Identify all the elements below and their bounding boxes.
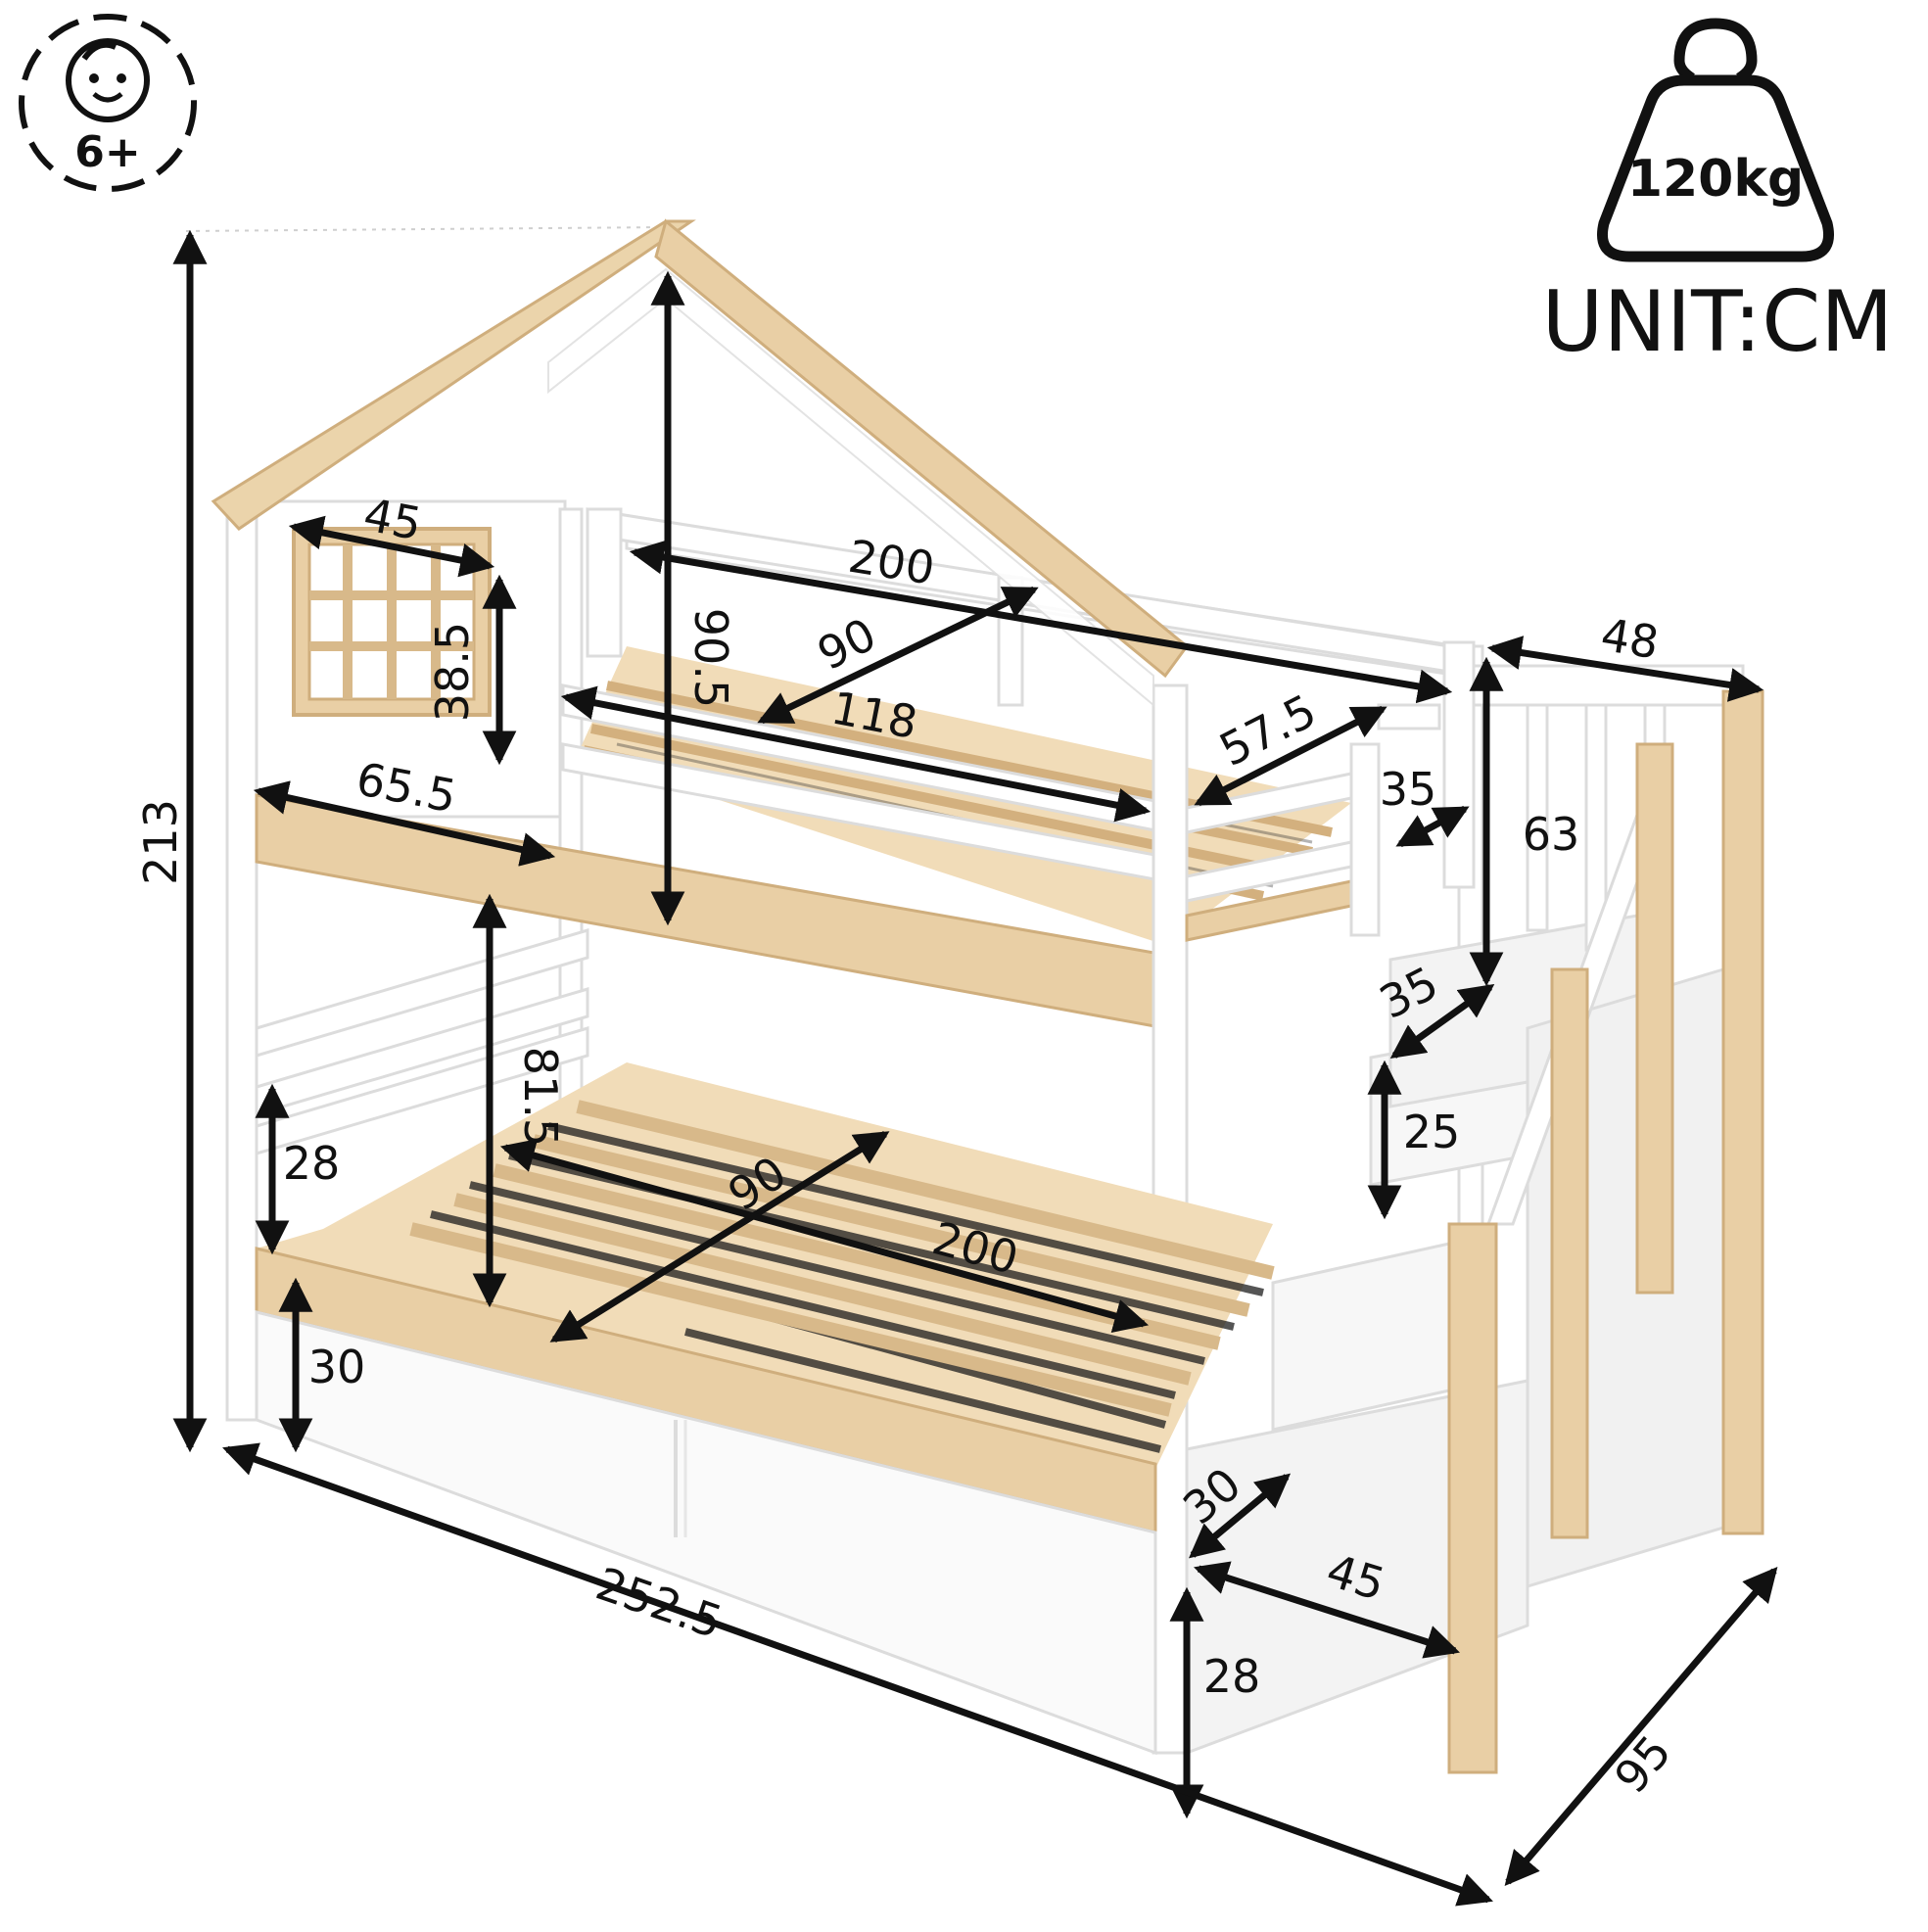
age-label: 6+ — [74, 127, 140, 177]
bottom-step-height-label: 28 — [1203, 1650, 1261, 1703]
dimension-lines — [172, 229, 1778, 1907]
weight-icon — [1597, 18, 1834, 262]
roof-height-label: 90.5 — [684, 608, 737, 708]
total-depth-label: 95 — [1604, 1725, 1681, 1804]
top-left-gap-arrow — [253, 780, 556, 867]
step-depth-mid-arrow — [1389, 983, 1495, 1060]
stair-width-label: 48 — [1597, 608, 1662, 669]
step-depth-top-arrow — [1395, 805, 1470, 848]
window-width-label: 45 — [359, 488, 426, 550]
weight-badge: 120kg — [1597, 18, 1834, 262]
step-height-label: 25 — [1403, 1106, 1461, 1158]
weight-label: 120kg — [1627, 150, 1804, 209]
unit-label: UNIT:CM — [1542, 273, 1894, 371]
window-width-arrow — [288, 515, 495, 578]
top-gap-arrow — [1194, 705, 1387, 807]
bunk-bed-illustration — [211, 218, 1764, 1774]
window-height-label: 38.5 — [426, 622, 479, 722]
top-length-arrow — [629, 540, 1453, 704]
top-gap-label: 57.5 — [1211, 683, 1325, 777]
age-badge: 6+ — [19, 14, 197, 192]
step-depth-top-label: 35 — [1380, 763, 1437, 816]
stair-rail-height-label: 63 — [1523, 808, 1580, 861]
floor-clearance-label: 30 — [308, 1341, 366, 1393]
total-depth-arrow — [1504, 1567, 1778, 1886]
bottom-guard-label: 28 — [283, 1137, 341, 1190]
stair-width-arrow — [1486, 636, 1764, 702]
top-guard-arrow — [560, 685, 1152, 823]
bottom-length-arrow — [499, 1139, 1150, 1333]
child-face-icon — [66, 38, 150, 122]
total-height-label: 213 — [134, 799, 187, 885]
total-length-arrow — [222, 1442, 1493, 1907]
bottom-clearance-label: 81.5 — [514, 1047, 567, 1147]
